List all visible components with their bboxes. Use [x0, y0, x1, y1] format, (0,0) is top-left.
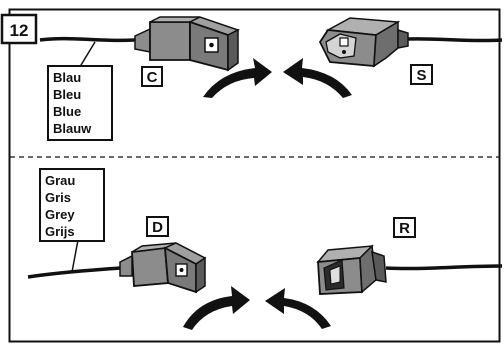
color-word: Grey — [45, 207, 75, 222]
step-number-box: 12 — [0, 13, 38, 45]
curved-arrow-icon — [265, 288, 331, 329]
color-word: Gris — [45, 190, 71, 205]
color-label-box-blue: Blau Bleu Blue Blauw — [47, 65, 113, 141]
diagram-frame — [8, 8, 501, 343]
wire-grey-right — [385, 264, 503, 271]
curved-arrow-icon — [183, 286, 250, 330]
curved-arrow-icon — [203, 58, 272, 98]
color-label-box-grey: Grau Gris Grey Grijs — [39, 168, 105, 242]
leader-line-grey — [71, 239, 79, 273]
label-r: R — [399, 220, 410, 237]
label-box-s — [410, 64, 433, 85]
plug-connector-icon — [119, 242, 207, 294]
wire-blue-right — [407, 37, 503, 43]
color-word: Grijs — [45, 224, 75, 239]
label-c: C — [147, 69, 158, 86]
step-number: 12 — [10, 21, 29, 40]
bottom-section: D R Grau Gris Grey Grijs — [27, 168, 503, 330]
label-box-c — [141, 66, 163, 87]
label-d: D — [152, 219, 163, 236]
top-section: C S Blau Bleu Blue Blauw — [39, 16, 503, 141]
color-word: Bleu — [53, 87, 81, 102]
color-word: Blue — [53, 104, 81, 119]
curved-arrow-icon — [283, 58, 352, 98]
label-box-r — [393, 217, 416, 238]
color-word: Blauw — [53, 121, 92, 136]
color-word: Blau — [53, 70, 81, 85]
label-box-d — [146, 216, 169, 237]
wire-blue-left — [39, 36, 136, 43]
socket-connector-icon — [316, 244, 387, 295]
label-s: S — [416, 67, 426, 84]
color-word: Grau — [45, 173, 75, 188]
wire-grey-left — [27, 266, 121, 279]
socket-connector-icon — [318, 17, 409, 68]
plug-connector-icon — [134, 16, 240, 72]
